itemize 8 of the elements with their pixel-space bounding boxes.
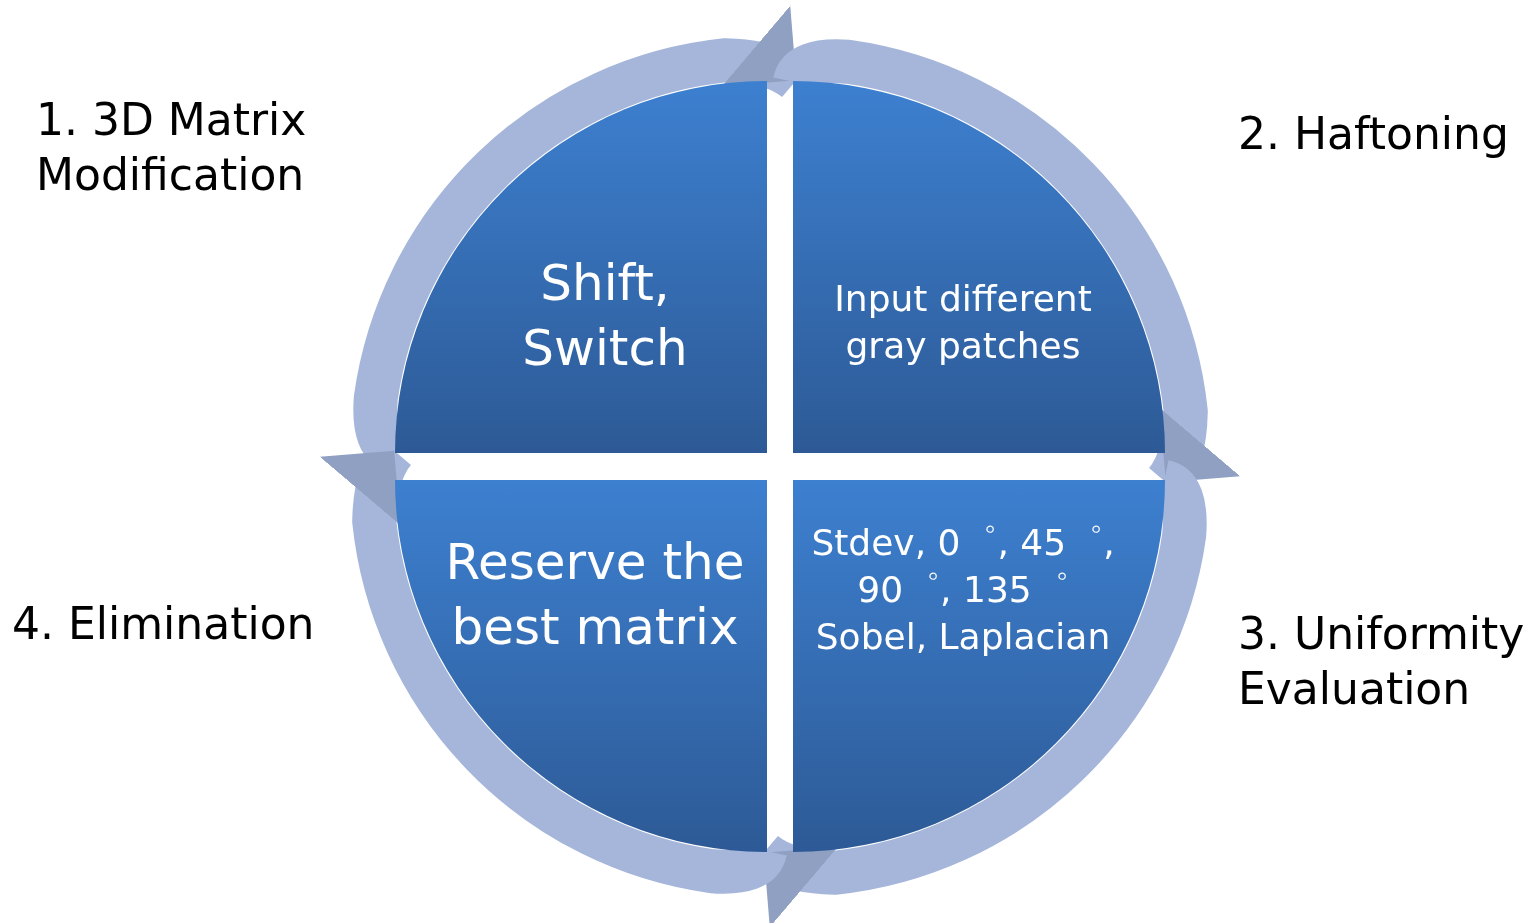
quadrant-text: Shift, Switch [521,253,689,379]
quadrant-text: Reserve the best matrix [444,532,746,658]
step-label: 4. Elimination [12,597,316,651]
step-label: 2. Haftoning [1238,107,1510,161]
quadrant-text: Input different gray patches [833,277,1093,368]
quadrant-text: Stdev, 0゜, 45゜, 90゜, 135゜ Sobel, Laplacian [810,521,1116,659]
step-label: 1. 3D Matrix Modification [36,93,308,202]
step-label: 3. Uniformity Evaluation [1238,607,1526,716]
